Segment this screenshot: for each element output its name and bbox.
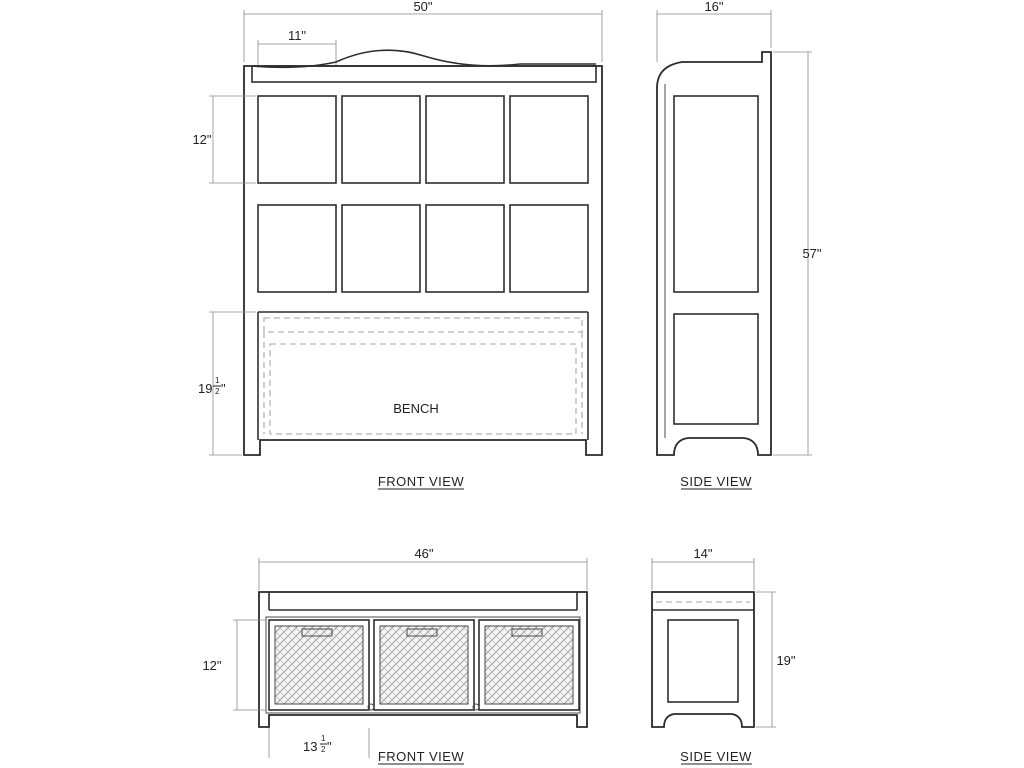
cubby [509,95,589,184]
bench-height-unit: " [221,381,226,396]
bench-width-dimension: 46" [258,546,588,590]
cubby [257,204,337,293]
hutch-width-label: 50" [413,0,432,14]
hutch-side-view-label: SIDE VIEW [680,474,752,489]
cubbies-row-1 [257,95,589,184]
storage-basket [478,619,580,711]
bench-side-frame [651,591,755,728]
hutch-front-view-label: FRONT VIEW [378,474,465,489]
bench-width-label: 46" [414,546,433,561]
hutch-side-view: 16" 57" SIDE VIEW [656,0,822,490]
bench-body-hidden [269,343,577,435]
bench-depth-label: 14" [693,546,712,561]
cubby [425,204,505,293]
bench-recess: BENCH [257,311,589,440]
bench-side-panel [667,619,739,703]
bench-height-dimension: 19 1 2 " [198,311,256,456]
bench-height-side-dimension: 19" [756,591,796,728]
hutch-frame [243,65,603,456]
hutch-side-lower-panel [673,313,759,425]
basket-width-dimension: 13 1 2 " [268,728,370,758]
cubby-height-dimension: 12" [192,95,256,184]
storage-basket [268,619,370,711]
cubby-height-label: 12" [192,132,211,147]
bench-front-view-label: FRONT VIEW [378,749,465,764]
bench-top-hidden [263,317,583,333]
cubby [341,204,421,293]
bench-side-view-label: SIDE VIEW [680,749,752,764]
hutch-depth-label: 16" [704,0,723,14]
hutch-height-label: 57" [802,246,821,261]
hutch-side-frame [656,51,772,456]
bench-height-numerator: 1 [215,376,220,385]
cubby [257,95,337,184]
hutch-crown [251,49,596,69]
hutch-top-shelf [251,65,597,83]
basket-width-denominator: 2 [321,745,326,754]
hutch-width-dimension: 50" [243,0,603,62]
basket-height-dimension: 12" [202,619,266,711]
bench-front-view: 46" 12" [202,546,588,765]
basket-width-whole: 13 [303,739,317,754]
cubby [509,204,589,293]
hutch-side-upper-panel [673,95,759,293]
bench-side-view: 14" 19" SIDE VIEW [651,546,796,765]
basket-handle [406,628,438,637]
hutch-height-dimension: 57" [773,51,822,456]
cubby [341,95,421,184]
bench-label: BENCH [393,401,439,416]
basket-height-label: 12" [202,658,221,673]
storage-basket [373,619,475,711]
bench-height-whole: 19 [198,381,212,396]
cubby-width-label: 11" [288,28,306,43]
basket-width-unit: " [327,739,332,754]
cubby [425,95,505,184]
bench-height-denominator: 2 [215,387,220,396]
bench-depth-dimension: 14" [651,546,755,590]
basket-handle [511,628,543,637]
bench-side-height-label: 19" [776,653,795,668]
basket-width-numerator: 1 [321,734,326,743]
hutch-depth-dimension: 16" [656,0,772,62]
cubbies-row-2 [257,204,589,293]
basket-handle [301,628,333,637]
bench-cubby-opening [265,616,581,714]
hutch-front-view: 50" 11" [192,0,603,490]
